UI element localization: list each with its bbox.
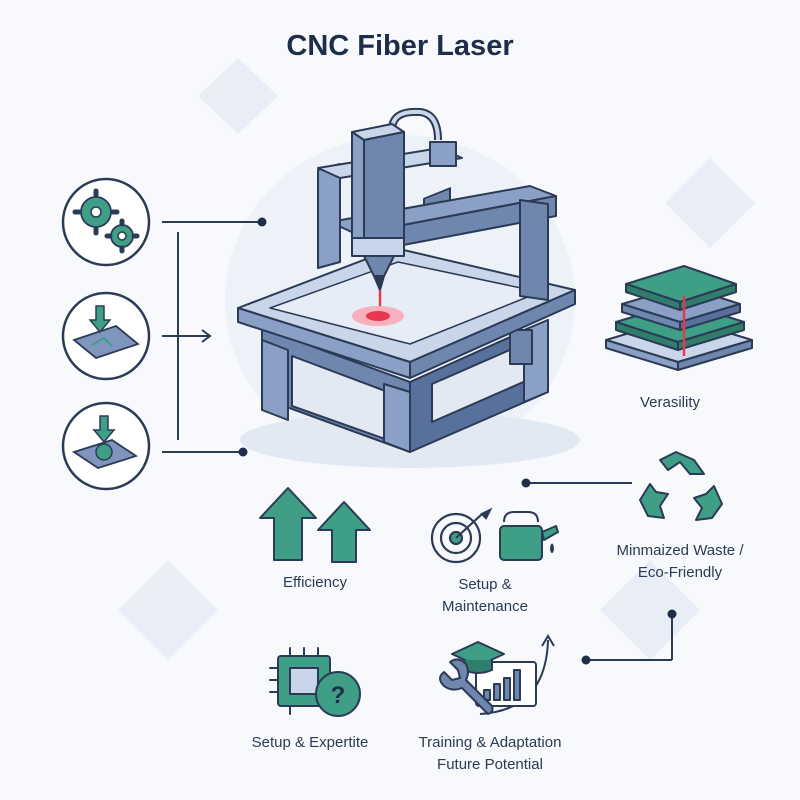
gears-icon: [61, 177, 151, 267]
connector-dot-top: [257, 217, 267, 227]
label-maintenance: Maintenance: [442, 598, 528, 615]
label-training-adaptation: Training & Adaptation: [418, 734, 562, 751]
up-arrows-icon: [259, 487, 371, 563]
label-minimized-waste: Minmaized Waste /: [616, 542, 744, 559]
connector-dot-right: [521, 478, 531, 488]
layered-sheets-icon: [605, 265, 753, 371]
cutting-precision-icon: [61, 291, 151, 381]
connector-dot-training: [581, 655, 591, 665]
svg-text:?: ?: [331, 682, 346, 709]
oil-can-icon: [499, 511, 559, 561]
label-efficiency: Efficiency: [283, 574, 347, 591]
training-icon: [439, 641, 537, 715]
background-diamonds: [118, 58, 755, 660]
page-title: CNC Fiber Laser: [286, 30, 514, 62]
laser-spot: [366, 311, 390, 321]
connector-dot-lower: [667, 609, 677, 619]
label-eco-friendly: Eco-Friendly: [637, 564, 723, 581]
recycle-icon: [639, 451, 723, 521]
label-versatility: Verasility: [639, 394, 701, 411]
precision-target-icon: [61, 401, 151, 491]
label-future-potential: Future Potential: [437, 756, 543, 773]
target-icon: [430, 507, 493, 564]
label-setup-and: Setup &: [458, 576, 512, 593]
cnc-machine: [237, 107, 580, 468]
connector-dot-bottom: [238, 447, 248, 457]
chip-question-icon: ?: [269, 647, 361, 717]
label-setup-expertise: Setup & Expertite: [251, 734, 369, 751]
left-connectors: [162, 221, 258, 453]
